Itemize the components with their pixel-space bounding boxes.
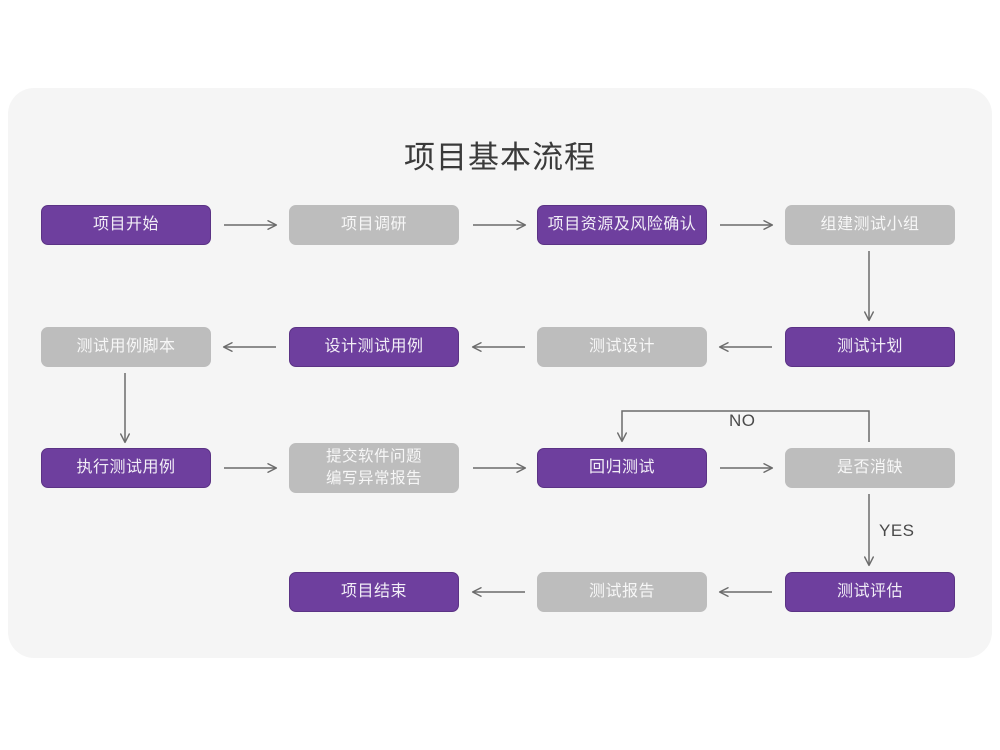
branch-label-no: NO (729, 411, 756, 430)
node-project-start[interactable]: 项目开始 (41, 205, 211, 245)
node-test-plan[interactable]: 测试计划 (785, 327, 955, 367)
node-submit-defect-report[interactable]: 提交软件问题 编写异常报告 (289, 443, 459, 493)
node-regression-test[interactable]: 回归测试 (537, 448, 707, 488)
node-project-research[interactable]: 项目调研 (289, 205, 459, 245)
node-design-test-case[interactable]: 设计测试用例 (289, 327, 459, 367)
node-test-evaluation[interactable]: 测试评估 (785, 572, 955, 612)
node-build-test-team[interactable]: 组建测试小组 (785, 205, 955, 245)
node-test-report[interactable]: 测试报告 (537, 572, 707, 612)
page-title: 项目基本流程 (404, 140, 596, 175)
node-project-end[interactable]: 项目结束 (289, 572, 459, 612)
node-resource-risk-confirm[interactable]: 项目资源及风险确认 (537, 205, 707, 245)
diagram-card (8, 88, 992, 658)
node-execute-test-case[interactable]: 执行测试用例 (41, 448, 211, 488)
branch-label-yes: YES (879, 521, 915, 540)
node-test-design[interactable]: 测试设计 (537, 327, 707, 367)
node-test-case-script[interactable]: 测试用例脚本 (41, 327, 211, 367)
node-defect-cleared[interactable]: 是否消缺 (785, 448, 955, 488)
